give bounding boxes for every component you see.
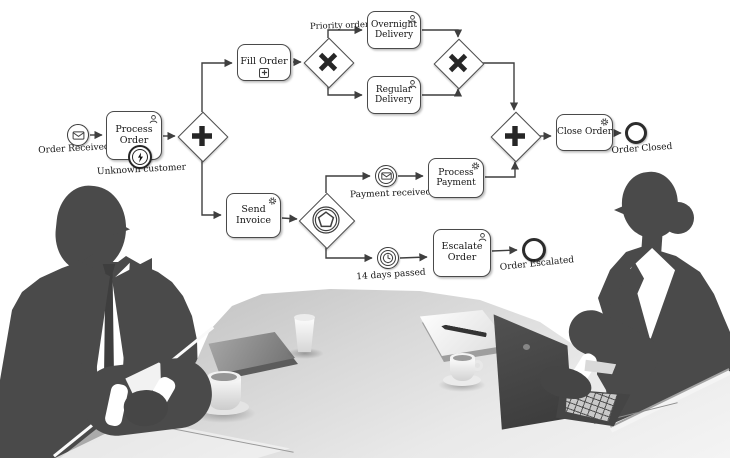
task-overnight-delivery: Overnight Delivery (367, 11, 421, 49)
task-close-order: Close Order (556, 114, 613, 151)
task-label: Process Payment (436, 167, 476, 188)
task-fill-order: Fill Order (237, 44, 291, 81)
paper-cup (294, 317, 315, 352)
clock-icon (382, 252, 394, 264)
intermediate-event-inner-ring (380, 250, 396, 266)
laptop-logo (523, 344, 530, 350)
subprocess-plus-icon (259, 68, 269, 78)
gear-icon (600, 117, 609, 126)
paper-cup-shadow (286, 348, 324, 359)
boundary-error-inner-ring (132, 149, 148, 165)
flow-label-priority-order: Priority order (309, 19, 370, 32)
intermediate-event-timer (377, 247, 399, 269)
gear-icon (471, 161, 480, 170)
envelope-icon (380, 172, 392, 180)
intermediate-event-payment-received (375, 165, 397, 187)
task-label: Close Order (556, 127, 613, 138)
task-label: Send Invoice (236, 203, 271, 226)
coffee-cup1-coffee (211, 373, 237, 381)
paper-cup-rim (294, 314, 315, 321)
user-icon (149, 114, 158, 123)
user-icon (408, 14, 417, 23)
user-icon (408, 79, 417, 88)
intermediate-event-inner-ring (378, 168, 394, 184)
envelope-icon (72, 130, 84, 140)
gear-icon (268, 196, 277, 205)
coffee-cup2-coffee (453, 355, 472, 361)
task-label: Escalate Order (441, 241, 483, 263)
task-regular-delivery: Regular Delivery (367, 76, 421, 114)
woman-hair-bun (662, 202, 694, 234)
task-label: Process Order (115, 123, 153, 146)
task-process-payment: Process Payment (428, 158, 484, 198)
lightning-icon (137, 152, 143, 162)
end-event-order-escalated (522, 238, 546, 262)
task-label: Regular Delivery (374, 84, 414, 105)
task-label: Overnight Delivery (371, 19, 417, 40)
start-event-order-received (67, 124, 89, 146)
task-escalate-order: Escalate Order (433, 229, 491, 277)
user-icon (478, 232, 487, 241)
boundary-error-event (128, 145, 152, 169)
task-label: Fill Order (240, 56, 288, 68)
task-send-invoice: Send Invoice (226, 193, 281, 238)
end-event-order-closed (625, 122, 647, 144)
